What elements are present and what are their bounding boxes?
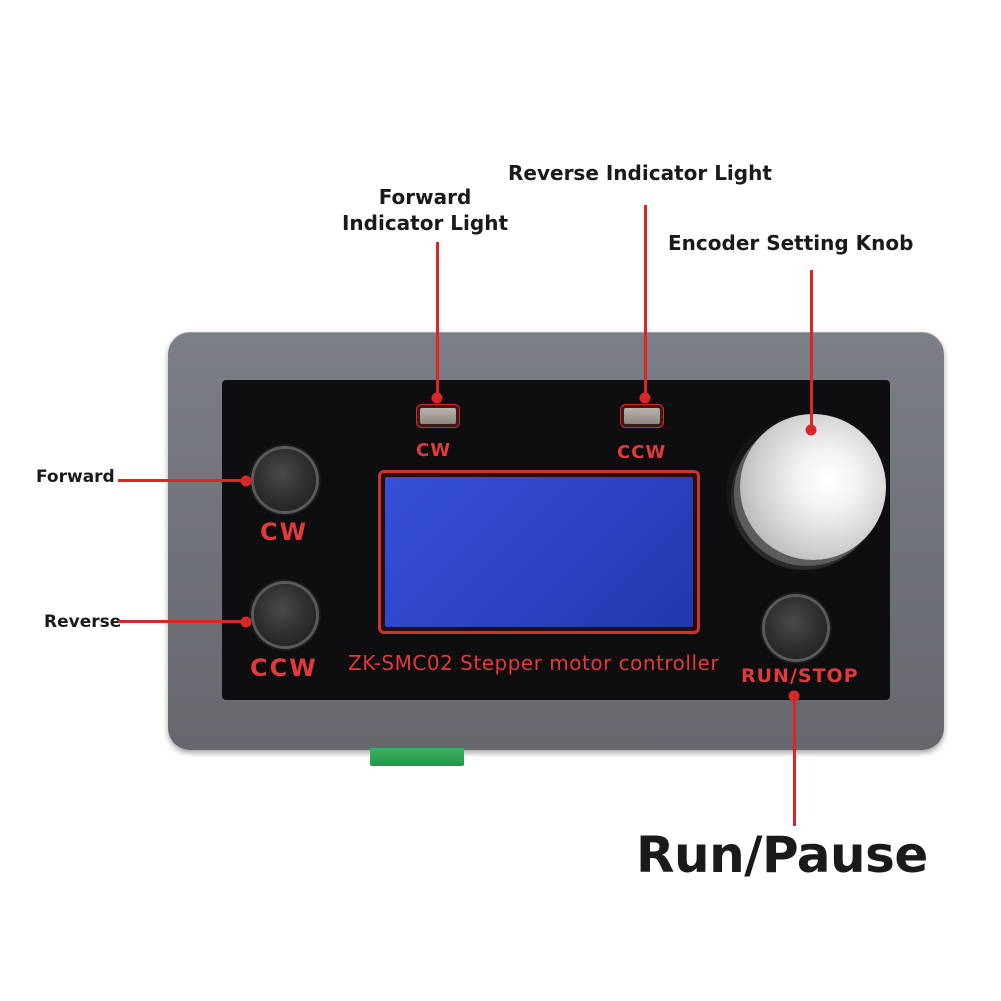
forward-callout: Forward: [36, 467, 115, 487]
encoder-knob-callout: Encoder Setting Knob: [668, 231, 914, 255]
ccw-button[interactable]: [254, 584, 316, 646]
reverse-pointer-dot: [240, 616, 252, 628]
forward-pointer-line: [118, 479, 246, 482]
forward-indicator-led: [420, 408, 456, 424]
forward-indicator-callout-line2: Indicator Light: [341, 211, 509, 235]
encoder-knob-pointer-dot: [805, 424, 817, 436]
forward-indicator-pointer-dot: [431, 392, 443, 404]
ccw-button-label: CCW: [250, 654, 318, 682]
model-label: ZK-SMC02 Stepper motor controller: [348, 651, 720, 675]
forward-pointer-dot: [240, 475, 252, 487]
reverse-indicator-pointer-line: [644, 205, 647, 400]
forward-indicator-callout-line1: Forward: [378, 185, 472, 209]
run-stop-label: RUN/STOP: [741, 665, 859, 687]
reverse-callout: Reverse: [44, 612, 122, 632]
lcd-screen: [385, 477, 693, 627]
cw-button-label: CW: [260, 518, 309, 546]
cw-button[interactable]: [254, 449, 316, 511]
run-stop-button[interactable]: [765, 597, 827, 659]
reverse-indicator-led: [624, 408, 660, 424]
encoder-knob[interactable]: [740, 414, 886, 560]
led-cw-label: CW: [416, 440, 452, 461]
terminal-connector: [370, 748, 464, 766]
forward-indicator-pointer-line: [436, 242, 439, 400]
reverse-indicator-pointer-dot: [639, 392, 651, 404]
run-pause-pointer-dot: [788, 690, 800, 702]
reverse-pointer-line: [118, 620, 246, 623]
encoder-knob-pointer-line: [810, 270, 813, 430]
run-pause-callout: Run/Pause: [636, 826, 928, 884]
forward-indicator-callout: Forward Indicator Light: [330, 184, 520, 236]
run-pause-pointer-line: [793, 694, 796, 826]
led-ccw-label: CCW: [617, 442, 667, 463]
reverse-indicator-callout: Reverse Indicator Light: [508, 161, 772, 185]
